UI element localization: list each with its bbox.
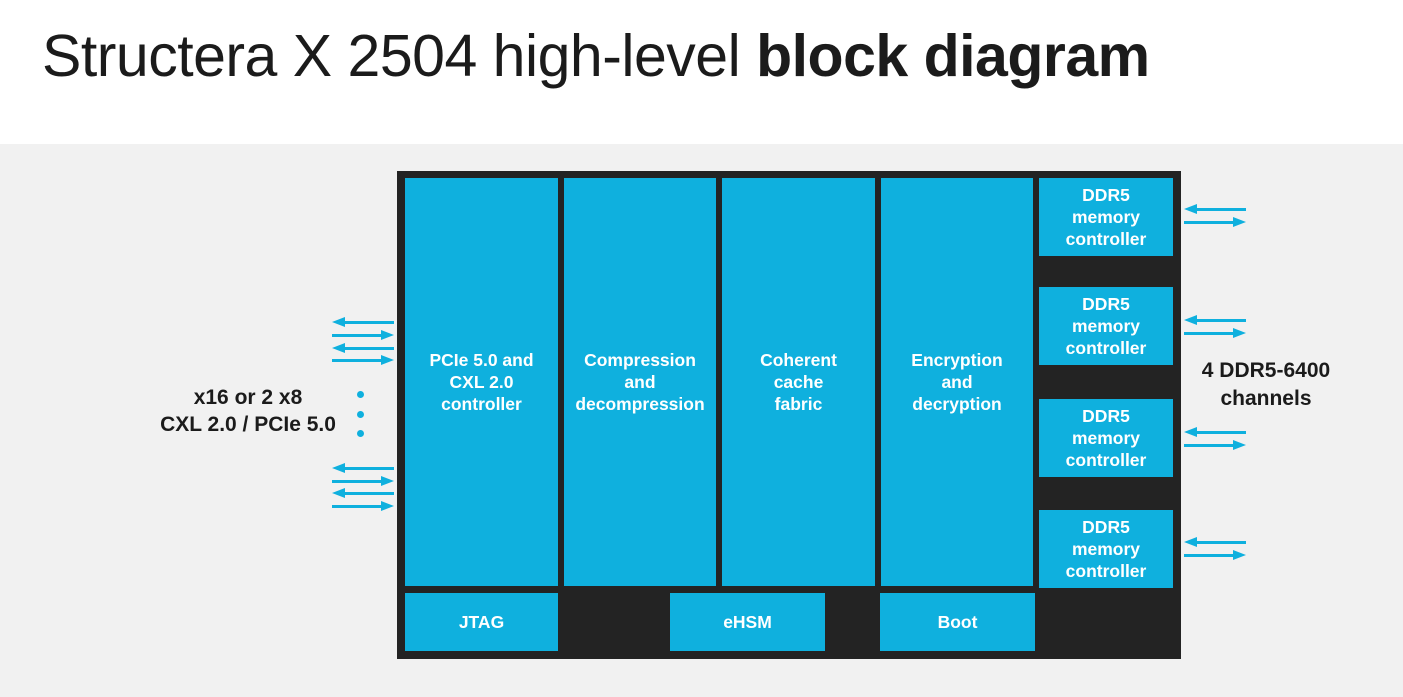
left-arrow-icon <box>1184 427 1246 438</box>
block-pcie-cxl-controller: PCIe 5.0 and CXL 2.0 controller <box>405 178 558 586</box>
block-compression: Compression and decompression <box>564 178 716 586</box>
block-boot: Boot <box>880 593 1035 651</box>
right-arrow-icon <box>1184 550 1246 561</box>
block-ddr5-memory-controller-4: DDR5 memory controller <box>1039 510 1173 588</box>
left-arrow-icon <box>332 488 394 499</box>
right-arrow-icon <box>332 355 394 366</box>
right-arrow-icon <box>1184 328 1246 339</box>
block-coherent-cache-fabric: Coherent cache fabric <box>722 178 875 586</box>
left-arrow-icon <box>1184 204 1246 215</box>
page-title: Structera X 2504 high-level block diagra… <box>42 22 1150 90</box>
structera-chip: PCIe 5.0 and CXL 2.0 controller Compress… <box>397 171 1181 659</box>
host-link-label: x16 or 2 x8 CXL 2.0 / PCIe 5.0 <box>160 386 336 436</box>
block-ehsm: eHSM <box>670 593 825 651</box>
left-arrow-icon <box>332 343 394 354</box>
right-arrow-icon <box>1184 217 1246 228</box>
page-title-regular: Structera X 2504 high-level <box>42 23 757 89</box>
block-ddr5-memory-controller-2: DDR5 memory controller <box>1039 287 1173 365</box>
right-arrow-icon <box>332 330 394 341</box>
right-arrow-icon <box>332 501 394 512</box>
block-ddr5-memory-controller-3: DDR5 memory controller <box>1039 399 1173 477</box>
ddr5-channels-label: 4 DDR5-6400 channels <box>1201 359 1331 410</box>
right-arrow-icon <box>1184 440 1246 451</box>
right-arrow-icon <box>332 476 394 487</box>
block-encryption: Encryption and decryption <box>881 178 1033 586</box>
block-jtag: JTAG <box>405 593 558 651</box>
ellipsis-dot <box>357 430 364 437</box>
diagram-canvas: x16 or 2 x8 CXL 2.0 / PCIe 5.0 PCIe 5.0 … <box>0 144 1403 697</box>
left-arrow-icon <box>332 317 394 328</box>
title-bar: Structera X 2504 high-level block diagra… <box>0 0 1403 144</box>
block-ddr5-memory-controller-1: DDR5 memory controller <box>1039 178 1173 256</box>
left-arrow-icon <box>1184 537 1246 548</box>
left-arrow-icon <box>332 463 394 474</box>
page-title-bold: block diagram <box>756 23 1150 89</box>
ellipsis-dot <box>357 411 364 418</box>
ellipsis-dot <box>357 391 364 398</box>
left-arrow-icon <box>1184 315 1246 326</box>
